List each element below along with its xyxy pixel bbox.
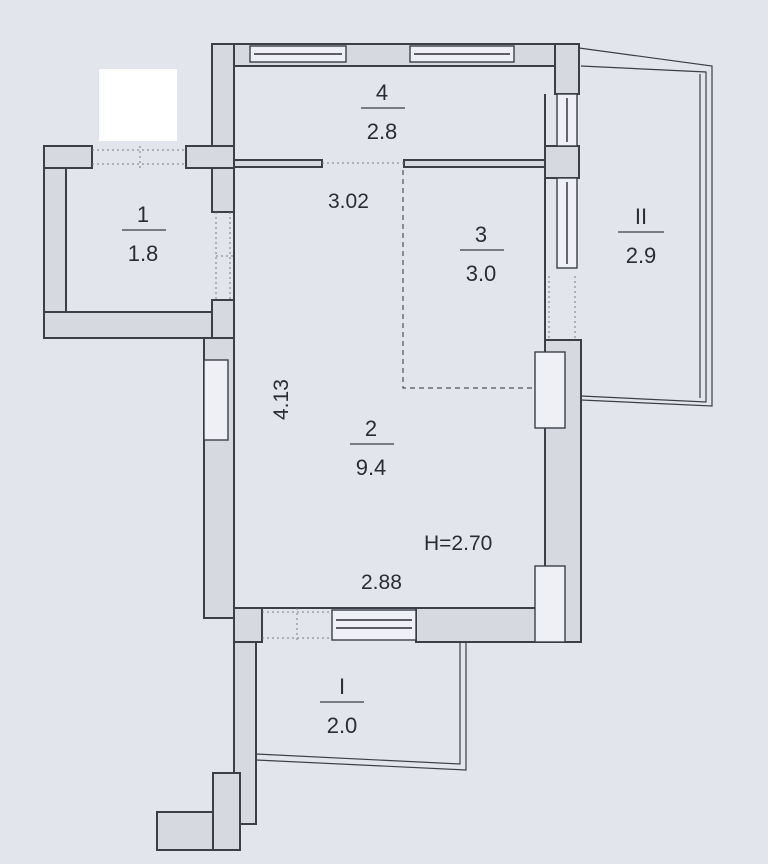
dimension-top-width: 3.02 <box>328 190 369 213</box>
balcony-ii <box>578 47 713 407</box>
room-number: 3 <box>475 222 487 247</box>
room-label-3: 3 3.0 <box>460 222 504 286</box>
room-number: 2 <box>365 416 377 441</box>
room-label-2: 2 9.4 <box>350 416 394 480</box>
room-area: 2.9 <box>626 243 657 268</box>
room-area: 9.4 <box>356 455 387 480</box>
partition-wall-4 <box>233 159 546 168</box>
room-label-balcony-i: I 2.0 <box>320 674 364 738</box>
dimension-bottom-width: 2.88 <box>361 571 402 594</box>
interior-outlines <box>65 65 555 760</box>
door-openings <box>92 146 576 642</box>
ceiling-height: H=2.70 <box>424 532 492 555</box>
dimension-left-height: 4.13 <box>270 379 293 420</box>
blank-label-patch <box>99 69 177 141</box>
room-label-4: 4 2.8 <box>361 80 405 144</box>
room-number: I <box>339 674 345 699</box>
room-number: 1 <box>137 202 149 227</box>
room-label-1: 1 1.8 <box>122 202 166 266</box>
windows <box>203 45 578 643</box>
room-number: 4 <box>376 80 388 105</box>
zone-3-boundary <box>402 170 545 389</box>
room-number: II <box>635 204 647 229</box>
room-area: 1.8 <box>128 241 159 266</box>
room-area: 2.0 <box>327 713 358 738</box>
room-area: 2.8 <box>367 119 398 144</box>
room-label-balcony-ii: II 2.9 <box>618 204 664 268</box>
balcony-i <box>255 642 467 771</box>
room-area: 3.0 <box>466 261 497 286</box>
